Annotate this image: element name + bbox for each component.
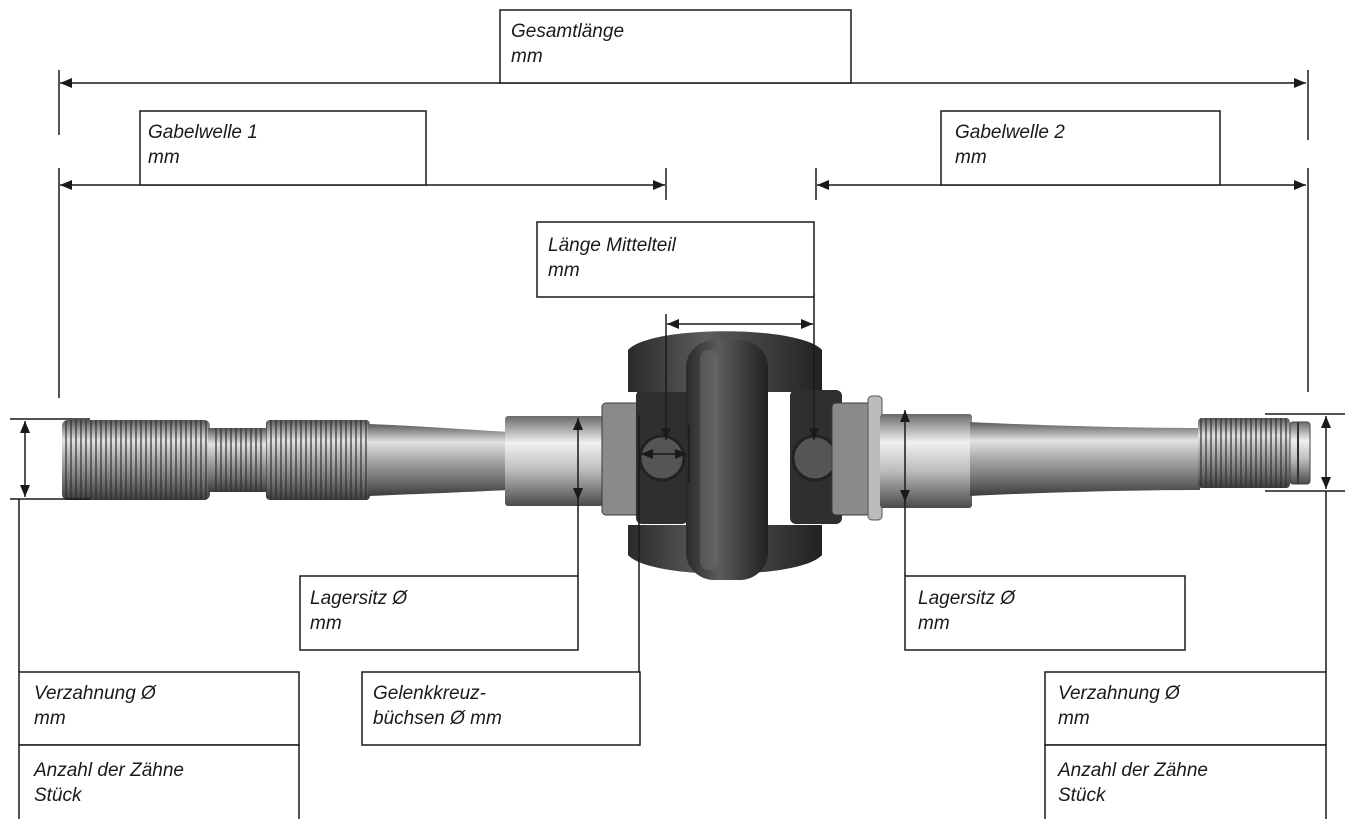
lagersitz-left-title: Lagersitz Ø: [310, 588, 408, 609]
gelenkkreuz-title: Gelenkkreuz-: [373, 683, 486, 704]
zaehne-right-title: Anzahl der Zähne: [1058, 760, 1208, 781]
label-boxes: [18, 9, 1327, 819]
shaft-illustration: [62, 331, 1311, 580]
zaehne-right-label: Anzahl der Zähne Stück: [1058, 758, 1208, 808]
zaehne-left-label: Anzahl der Zähne Stück: [34, 758, 184, 808]
gabelwelle-2-unit: mm: [955, 147, 987, 168]
mittelteil-title: Länge Mittelteil: [548, 235, 676, 256]
lagersitz-left-unit: mm: [310, 613, 342, 634]
verzahnung-right-title: Verzahnung Ø: [1058, 683, 1180, 704]
right-bearing-seat: [880, 414, 972, 508]
zaehne-left-box: [18, 744, 300, 819]
verzahnung-left-label: Verzahnung Ø mm: [34, 681, 156, 731]
verzahnung-right-unit: mm: [1058, 708, 1090, 729]
left-shaft-body: [368, 424, 510, 496]
right-shaft-body: [970, 422, 1200, 496]
gesamtlaenge-box: [499, 9, 852, 84]
right-spline: [1198, 418, 1311, 488]
left-bearing-seat: [505, 416, 603, 506]
gesamtlaenge-title: Gesamtlänge: [511, 21, 625, 42]
mittelteil-unit: mm: [548, 260, 580, 281]
left-spline: [62, 420, 370, 500]
center-yoke: [628, 331, 822, 580]
verzahnung-right-box: [1044, 671, 1327, 746]
gabelwelle-1-box: [139, 110, 427, 186]
lagersitz-left-box: [299, 575, 579, 651]
gelenkkreuz-unit: büchsen Ø mm: [373, 708, 502, 729]
zaehne-right-unit: Stück: [1058, 785, 1106, 806]
lagersitz-right-unit: mm: [918, 613, 950, 634]
verzahnung-right-label: Verzahnung Ø mm: [1058, 681, 1180, 731]
gabelwelle-2-box: [940, 110, 1221, 186]
gelenkkreuz-box: [361, 671, 641, 746]
gabelwelle-1-unit: mm: [148, 147, 180, 168]
lagersitz-left-label: Lagersitz Ø mm: [310, 586, 407, 636]
zaehne-left-title: Anzahl der Zähne: [34, 760, 184, 781]
lagersitz-right-title: Lagersitz Ø: [918, 588, 1016, 609]
zaehne-right-box: [1044, 744, 1327, 819]
mittelteil-label: Länge Mittelteil mm: [548, 233, 676, 283]
zaehne-left-unit: Stück: [34, 785, 82, 806]
lagersitz-right-box: [904, 575, 1186, 651]
mittelteil-box: [536, 221, 815, 298]
verzahnung-left-title: Verzahnung Ø: [34, 683, 156, 704]
gabelwelle-2-title: Gabelwelle 2: [955, 122, 1065, 143]
right-bearing-cup: [831, 402, 873, 516]
gabelwelle-1-label: Gabelwelle 1 mm: [148, 120, 258, 170]
gesamtlaenge-unit: mm: [511, 46, 543, 67]
gabelwelle-1-title: Gabelwelle 1: [148, 122, 258, 143]
gesamtlaenge-label: Gesamtlänge mm: [511, 19, 624, 69]
gelenkkreuz-label: Gelenkkreuz- büchsen Ø mm: [373, 681, 502, 731]
lagersitz-right-label: Lagersitz Ø mm: [918, 586, 1015, 636]
gabelwelle-2-label: Gabelwelle 2 mm: [955, 120, 1065, 170]
verzahnung-left-box: [18, 671, 300, 746]
verzahnung-left-unit: mm: [34, 708, 66, 729]
